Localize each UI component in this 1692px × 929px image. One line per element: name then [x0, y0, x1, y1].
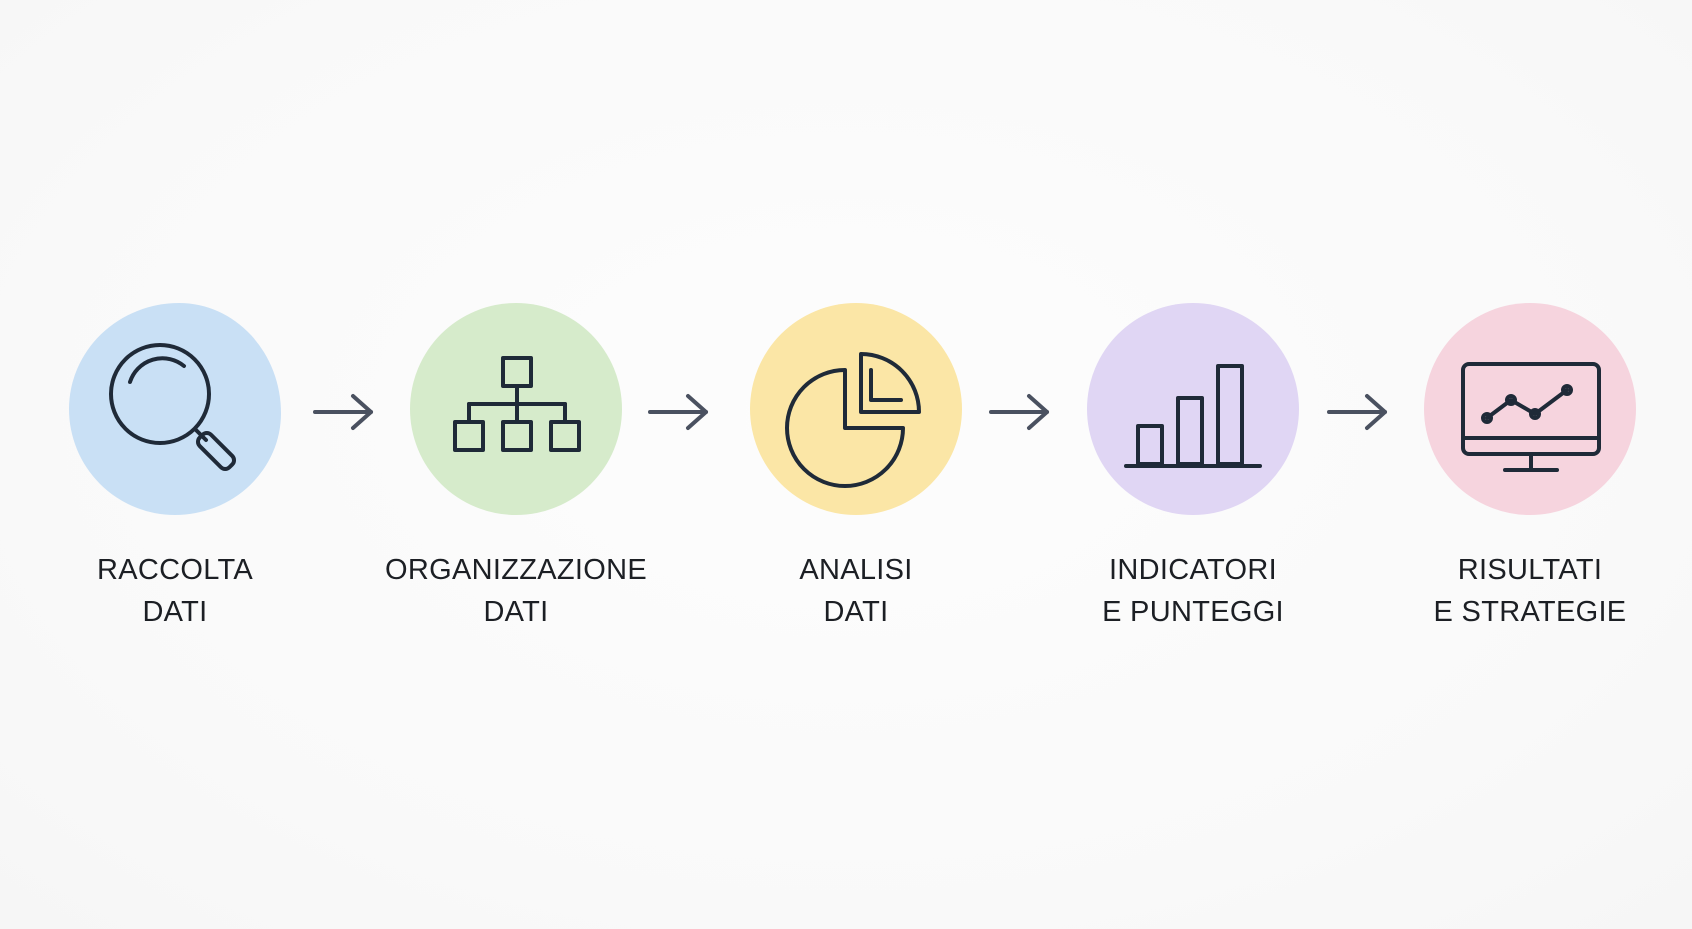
step-label-line2: DATI — [483, 596, 549, 628]
step-raccolta-dati: RACCOLTA DATI — [25, 303, 325, 633]
step-label-line1: INDICATORI — [1109, 554, 1277, 586]
step-circle — [69, 303, 281, 515]
bar-chart-icon — [1124, 364, 1262, 468]
step-circle — [1424, 303, 1636, 515]
step-label-line1: ANALISI — [799, 554, 913, 586]
step-label-line2: E STRATEGIE — [1433, 596, 1627, 628]
step-label: RISULTATI E STRATEGIE — [1380, 549, 1680, 633]
step-indicatori-punteggi: INDICATORI E PUNTEGGI — [1043, 303, 1343, 633]
arrow-right-icon — [1327, 390, 1389, 434]
hierarchy-icon — [453, 356, 581, 452]
arrow-right-icon — [313, 390, 375, 434]
step-label: ORGANIZZAZIONE DATI — [366, 549, 666, 633]
step-label-line2: E PUNTEGGI — [1102, 596, 1284, 628]
monitor-chart-icon — [1461, 362, 1601, 472]
step-label-line1: RISULTATI — [1457, 554, 1603, 586]
step-label-line2: DATI — [823, 596, 889, 628]
step-label-line1: RACCOLTA — [96, 554, 253, 586]
step-label: INDICATORI E PUNTEGGI — [1043, 549, 1343, 633]
step-circle — [750, 303, 962, 515]
step-analisi-dati: ANALISI DATI — [706, 303, 1006, 633]
magnifier-icon — [109, 343, 237, 472]
arrow-right-icon — [989, 390, 1051, 434]
step-label-line1: ORGANIZZAZIONE — [385, 554, 647, 586]
step-risultati-strategie: RISULTATI E STRATEGIE — [1380, 303, 1680, 633]
step-label-line2: DATI — [142, 596, 208, 628]
pie-chart-icon — [785, 352, 921, 488]
step-label: ANALISI DATI — [706, 549, 1006, 633]
step-circle — [1087, 303, 1299, 515]
step-label: RACCOLTA DATI — [25, 549, 325, 633]
step-circle — [410, 303, 622, 515]
step-organizzazione-dati: ORGANIZZAZIONE DATI — [366, 303, 666, 633]
arrow-right-icon — [648, 390, 710, 434]
